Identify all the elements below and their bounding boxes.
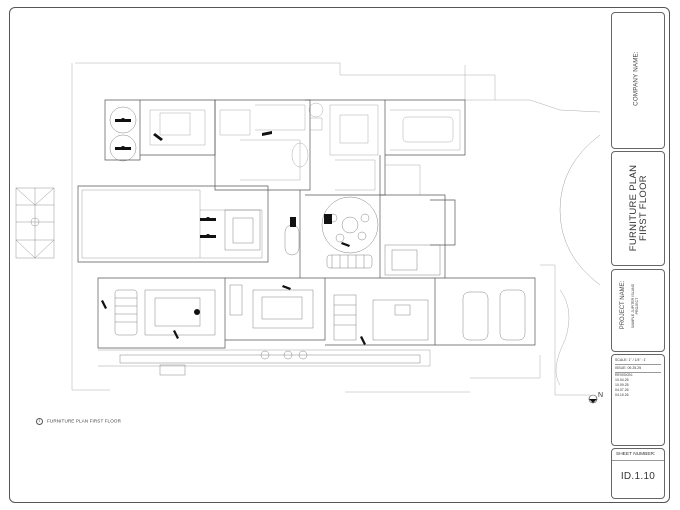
revision-item: 10.09.25	[615, 383, 629, 387]
caption-text: FURNITURE PLAN FIRST FLOOR	[47, 418, 121, 424]
project-label: PROJECT NAME:	[620, 280, 626, 330]
sheet-number-label: SHEET NUMBER:	[612, 449, 664, 461]
sheet-number: ID.1.10	[620, 471, 656, 482]
revision-item: 04.07.26	[615, 388, 629, 392]
issue-info-box: SCALE: 1" / 1/4" : 1' ISSUE: 09.25.25 RE…	[611, 354, 665, 446]
interior-walls	[149, 102, 461, 196]
project-name: SAMPLE JUPITER ISLAND PROJECT	[631, 251, 639, 361]
company-label: COMPANY NAME:	[632, 51, 640, 106]
plan-title-line-2: FIRST FLOOR	[638, 175, 649, 241]
plan-title-box: FURNITURE PLAN FIRST FLOOR	[611, 151, 665, 266]
north-arrow: N	[588, 391, 603, 409]
plan-caption: 1 FURNITURE PLAN FIRST FLOOR	[36, 418, 121, 425]
sheet-number-box: SHEET NUMBER: ID.1.10	[611, 448, 665, 499]
issue-row: ISSUE: 09.25.25	[615, 365, 661, 373]
revision-item: 04.15.26	[615, 393, 629, 397]
caption-marker: 1	[36, 418, 43, 425]
north-label: N	[598, 392, 604, 399]
title-block: COMPANY NAME: FURNITURE PLAN FIRST FLOOR…	[611, 12, 665, 499]
pergola-grid	[15, 187, 55, 259]
furniture	[109, 106, 526, 376]
driveway	[559, 134, 601, 286]
north-arrow-icon	[588, 394, 598, 404]
revision-item: 10.04.25	[615, 378, 629, 382]
project-name-box: PROJECT NAME: SAMPLE JUPITER ISLAND PROJ…	[611, 269, 665, 352]
company-name-box: COMPANY NAME:	[611, 12, 665, 149]
project-name-line-2: PROJECT	[635, 297, 639, 315]
exterior-walls	[77, 99, 536, 367]
revision-label: REVISION:	[615, 373, 633, 377]
scale-row: SCALE: 1" / 1/4" : 1'	[615, 357, 661, 365]
people-figures	[101, 118, 366, 345]
